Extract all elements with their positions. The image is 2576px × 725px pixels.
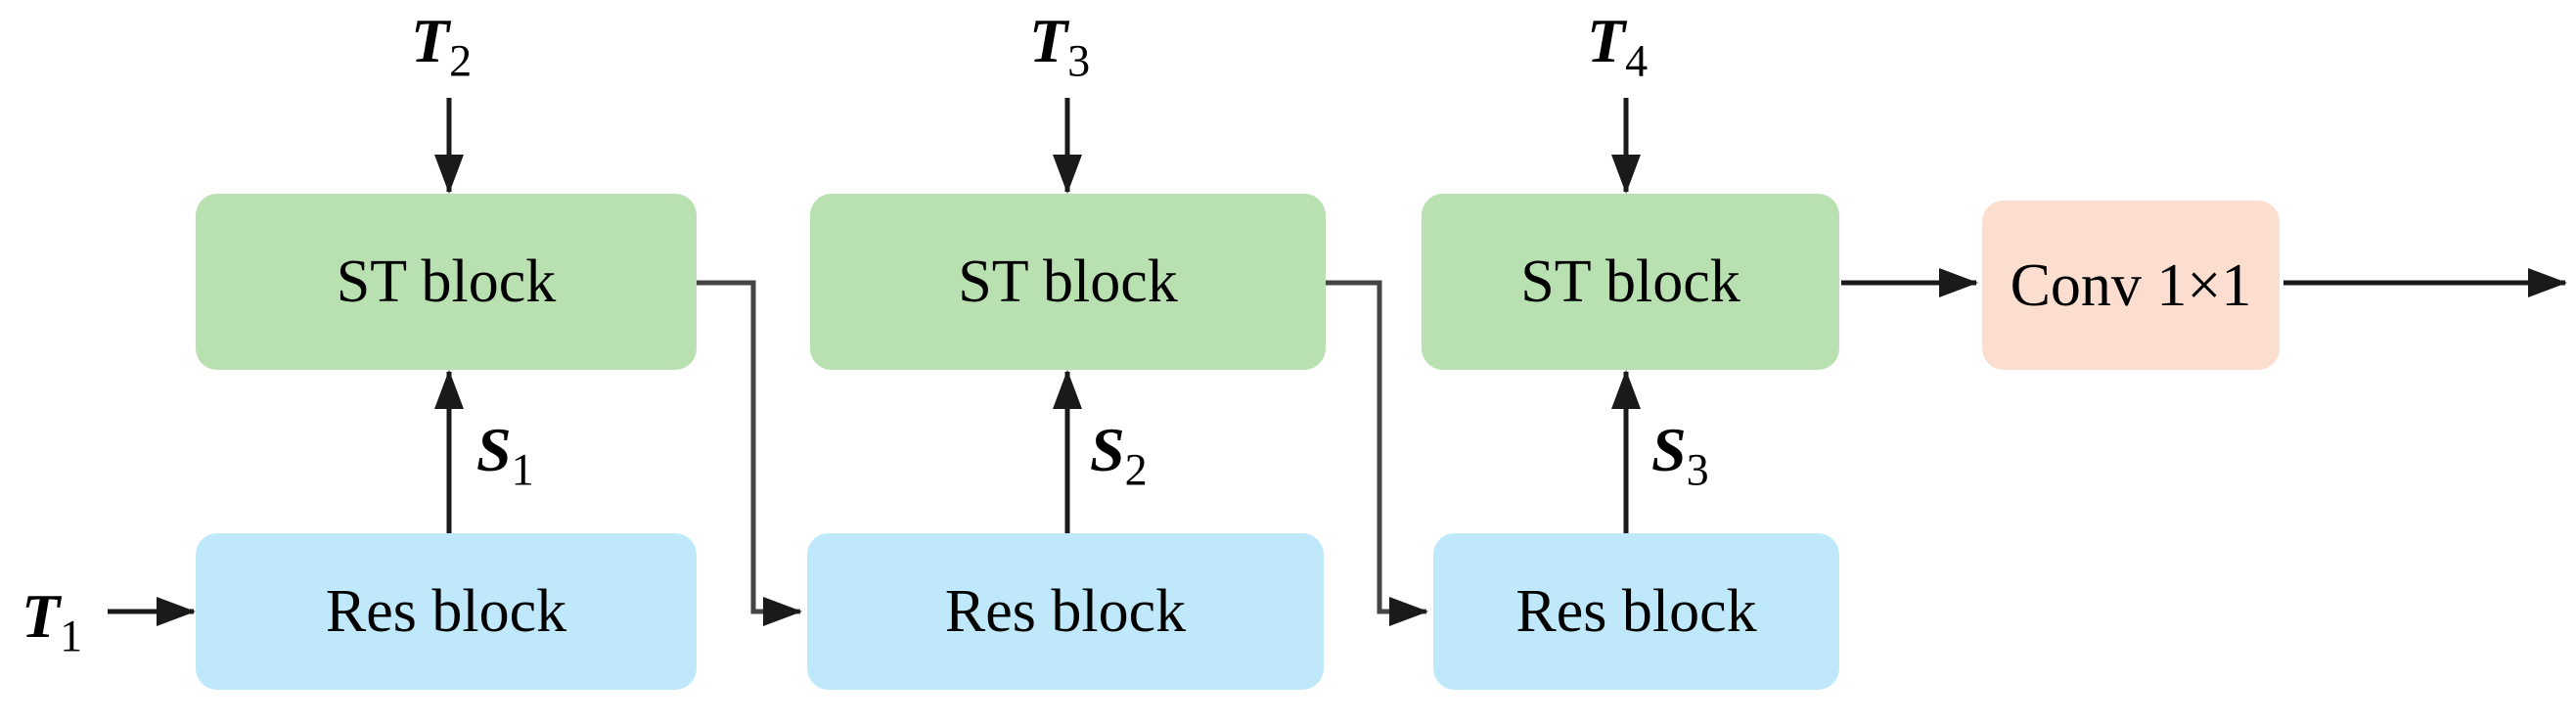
res-block-3[interactable]: Res block bbox=[1433, 533, 1839, 690]
res-block-2[interactable]: Res block bbox=[807, 533, 1324, 690]
st-block-1[interactable]: ST block bbox=[196, 194, 697, 370]
st-block-2-label: ST block bbox=[958, 249, 1178, 315]
label-S2-base: S bbox=[1090, 415, 1125, 484]
label-T4-base: T bbox=[1587, 6, 1626, 75]
label-T4-sub: 4 bbox=[1625, 35, 1649, 86]
label-S1-base: S bbox=[476, 415, 512, 484]
label-S1-sub: 1 bbox=[511, 444, 534, 495]
res-block-3-label: Res block bbox=[1515, 578, 1757, 645]
label-S2: S2 bbox=[1090, 419, 1148, 493]
res-block-1-label: Res block bbox=[325, 578, 567, 645]
label-S3-sub: 3 bbox=[1686, 444, 1709, 495]
label-S3: S3 bbox=[1651, 419, 1709, 493]
st-block-3[interactable]: ST block bbox=[1422, 194, 1839, 370]
label-T2-sub: 2 bbox=[449, 35, 473, 86]
label-S2-sub: 2 bbox=[1124, 444, 1148, 495]
st-block-1-label: ST block bbox=[336, 249, 557, 315]
label-T2: T2 bbox=[411, 10, 472, 84]
label-T1: T1 bbox=[22, 585, 82, 659]
label-T2-base: T bbox=[411, 6, 450, 75]
res-block-1[interactable]: Res block bbox=[196, 533, 697, 690]
label-S1: S1 bbox=[476, 419, 534, 493]
label-S3-base: S bbox=[1651, 415, 1687, 484]
label-T4: T4 bbox=[1587, 10, 1648, 84]
conv-block[interactable]: Conv 1×1 bbox=[1982, 201, 2280, 370]
label-T3-sub: 3 bbox=[1067, 35, 1091, 86]
label-T1-sub: 1 bbox=[60, 611, 83, 661]
res-block-2-label: Res block bbox=[944, 578, 1187, 645]
label-T1-base: T bbox=[22, 581, 61, 651]
label-T3-base: T bbox=[1029, 6, 1068, 75]
conv-block-label: Conv 1×1 bbox=[2010, 251, 2252, 319]
link-st2-to-res3 bbox=[1326, 280, 1429, 626]
st-block-3-label: ST block bbox=[1520, 249, 1740, 315]
link-st1-to-res2 bbox=[697, 280, 803, 626]
label-T3: T3 bbox=[1029, 10, 1090, 84]
st-block-2[interactable]: ST block bbox=[810, 194, 1326, 370]
